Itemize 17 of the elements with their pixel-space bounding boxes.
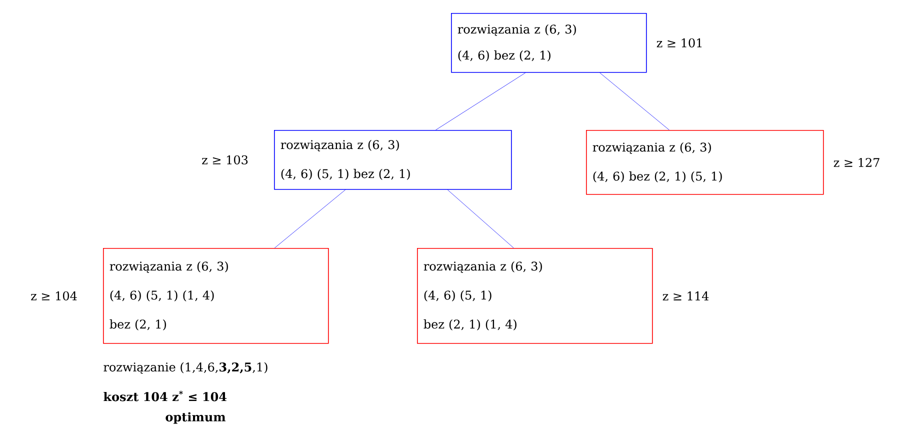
- tree-line: [447, 190, 514, 248]
- bound-label: z ≥ 114: [662, 291, 709, 300]
- bound-label: z ≥ 104: [31, 291, 77, 300]
- bound-label: z ≥ 103: [202, 155, 248, 164]
- node-box: rozwiązania z (6, 3) (4, 6) (5, 1) bez (2, 1): [274, 130, 512, 190]
- result-note: koszt 104 z$^{*}$ ≤ 104: [104, 390, 227, 402]
- result-note: rozwiązanie (1,4,6,3,2,5,1): [104, 362, 268, 374]
- tree-line: [436, 72, 526, 130]
- tree-line: [274, 190, 346, 248]
- node-box: rozwiązania z (6, 3) (4, 6) (5, 1) bez (2, 1) (1, 4): [417, 248, 653, 344]
- tree-line: [600, 72, 670, 130]
- node-box: rozwiązania z (6, 3) (4, 6) bez (2, 1) (5, 1): [586, 130, 824, 195]
- bound-label: z ≥ 127: [834, 158, 880, 167]
- result-note: optimum: [166, 412, 226, 424]
- node-box: rozwiązania z (6, 3) (4, 6) bez (2, 1): [451, 13, 647, 73]
- bound-label: z ≥ 101: [656, 38, 702, 48]
- node-box: rozwiązania z (6, 3) (4, 6) (5, 1) (1, 4) bez (2, 1): [103, 248, 329, 344]
